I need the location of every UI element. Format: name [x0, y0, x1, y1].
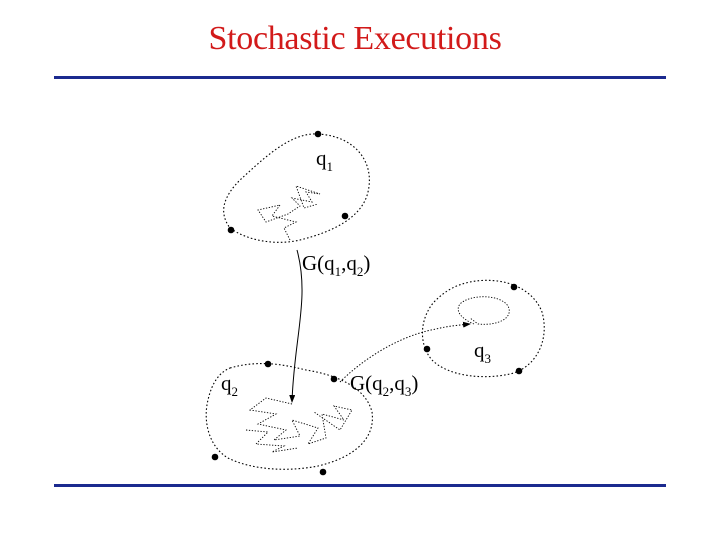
- state-dot: [264, 360, 272, 368]
- state-dot: [515, 367, 523, 375]
- region-q1: q1: [223, 130, 370, 243]
- state-dot: [330, 375, 338, 383]
- top-divider: [54, 76, 666, 79]
- state-dot: [227, 226, 235, 234]
- state-dot: [510, 283, 518, 291]
- transition-q2-q3-label: G(q2,q3): [350, 371, 418, 399]
- state-dot: [211, 453, 219, 461]
- region-q3-label: q3: [474, 338, 491, 366]
- region-q1-boundary: [223, 133, 370, 243]
- region-q2-boundary: [205, 363, 373, 470]
- region-q2: q2: [205, 360, 373, 476]
- region-q3-boundary: [421, 279, 545, 378]
- slide-title: Stochastic Executions: [208, 20, 502, 57]
- state-dot: [423, 345, 431, 353]
- state-dot: [319, 468, 327, 476]
- transition-q2-q3: [339, 321, 471, 383]
- random-walk-trace: [245, 429, 299, 453]
- region-q2-label: q2: [221, 371, 238, 399]
- bottom-divider: [54, 484, 666, 487]
- transition-q1-q2: [289, 249, 303, 403]
- state-dot: [314, 130, 322, 138]
- random-walk-trace: [257, 185, 321, 241]
- transition-q1-q2-label: G(q1,q2): [302, 251, 370, 279]
- state-dot: [341, 212, 349, 220]
- random-walk-trace: [457, 296, 510, 325]
- region-q3: q3: [421, 279, 545, 378]
- region-q1-label: q1: [316, 146, 333, 174]
- random-walk-trace: [248, 397, 353, 445]
